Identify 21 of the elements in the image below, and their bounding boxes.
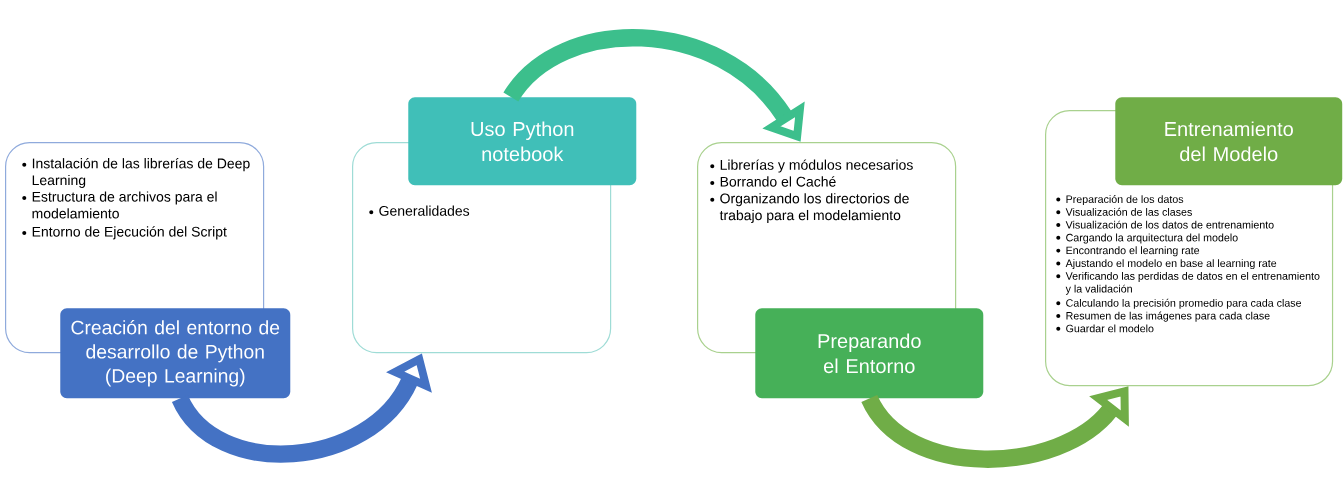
title-box: Uso Python notebook xyxy=(408,97,637,186)
title-box: Preparando el Entorno xyxy=(755,308,984,399)
bullet-item: Visualización de las clases xyxy=(1056,207,1192,216)
title-box: Creación del entorno de desarrollo de Python (Deep Learning) xyxy=(60,308,291,399)
bullet-item: Visualización de los datos de entrenamiento xyxy=(1056,220,1274,229)
bullet-item: Cargando la arquitectura del modelo xyxy=(1056,233,1238,244)
title-box: Entrenamiento del Modelo xyxy=(1115,97,1343,186)
bullet-item: Preparación de los datos xyxy=(1056,195,1184,206)
bullet-item: Organizando los directorios de trabajo para el modelamiento xyxy=(710,193,909,223)
bullet-item: Ajustando el modelo en base al learning rate xyxy=(1056,259,1277,270)
bullet-item: Borrando el Caché xyxy=(710,176,836,187)
bullet-item: Entorno de Ejecución del Script xyxy=(22,226,227,240)
bullet-item: Generalidades xyxy=(369,205,470,216)
bullet-item: Instalación de las librerías de Deep Learning xyxy=(22,157,250,188)
bullet-item: Calculando la precisión promedio para cada clase xyxy=(1056,298,1302,309)
bullet-item: Encontrando el learning rate xyxy=(1056,246,1200,257)
bullet-item: Guardar el modelo xyxy=(1056,324,1154,333)
bullet-item: Resumen de las imágenes para cada clase xyxy=(1056,311,1270,322)
bullet-item: Estructura de archivos para el modelamiento xyxy=(22,191,217,219)
bullet-item: Librerías y módulos necesarios xyxy=(710,159,913,173)
bullet-item: Verificando las perdidas de datos en el entrenamiento y la validación xyxy=(1056,271,1320,295)
